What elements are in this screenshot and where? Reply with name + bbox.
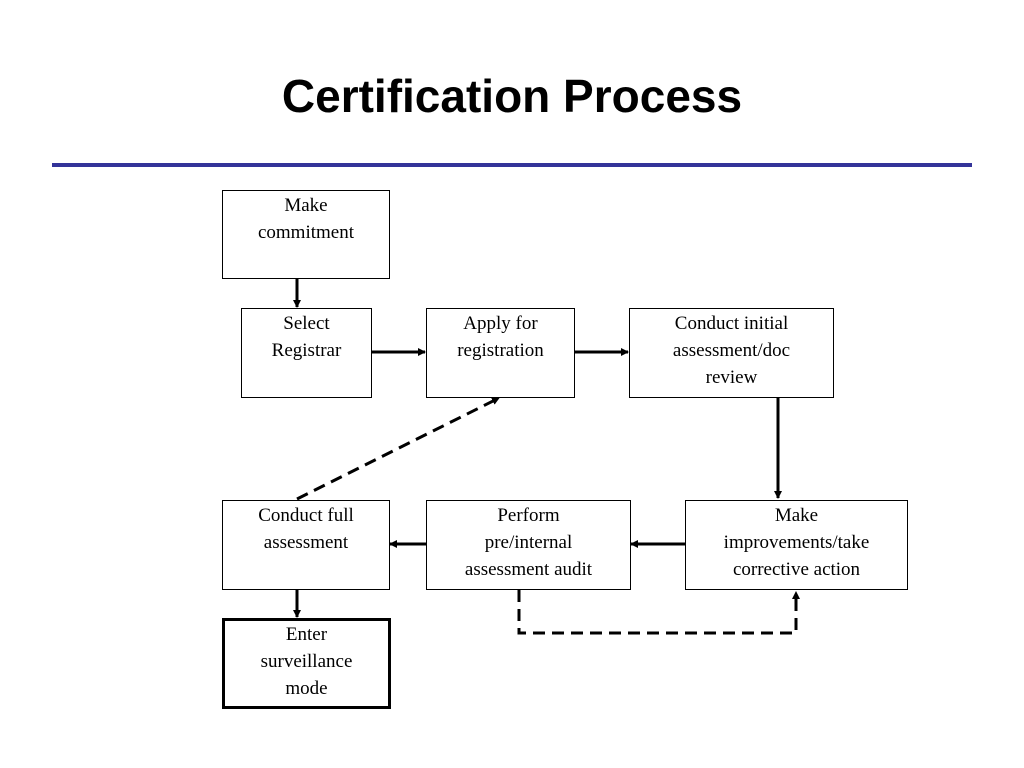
step-apply-registration: Apply for registration (426, 308, 575, 398)
title-divider (52, 163, 972, 167)
step-full-assessment: Conduct full assessment (222, 500, 390, 590)
step-surveillance-mode: Enter surveillance mode (222, 618, 391, 709)
dashed-arrow-audit-to-improvements (517, 590, 800, 635)
step-select-registrar: Select Registrar (241, 308, 372, 398)
dashed-arrow-full-to-apply (296, 396, 500, 501)
page-title: Certification Process (281, 70, 743, 122)
step-make-improvements: Make improvements/take corrective action (685, 500, 908, 590)
step-initial-assessment: Conduct initial assessment/doc review (629, 308, 834, 398)
step-make-commitment: Make commitment (222, 190, 390, 279)
step-pre-internal-audit: Perform pre/internal assessment audit (426, 500, 631, 590)
